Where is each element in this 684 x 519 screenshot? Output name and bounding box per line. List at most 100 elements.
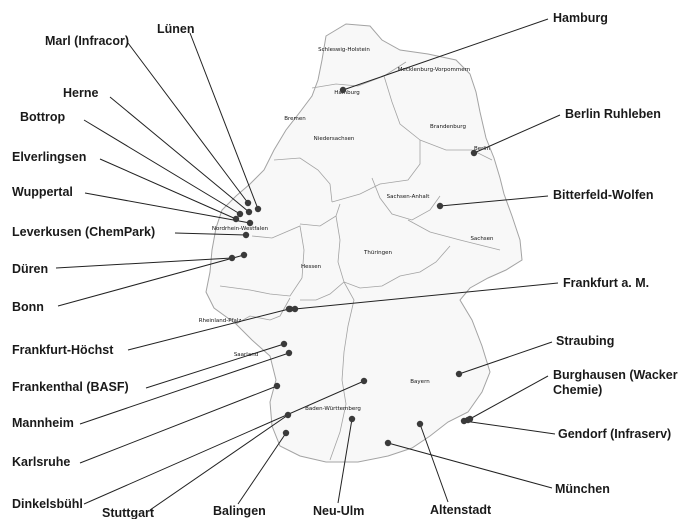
leader-line xyxy=(83,380,365,505)
leader-line xyxy=(99,158,237,220)
site-label-wuppertal: Wuppertal xyxy=(12,185,73,199)
leader-line xyxy=(55,257,233,269)
state-label: Schleswig-Holstein xyxy=(318,47,370,53)
state-label: Nordrhein-Westfalen xyxy=(212,226,269,232)
site-marker xyxy=(416,420,424,428)
site-marker xyxy=(254,205,262,213)
site-marker xyxy=(246,219,254,227)
state-label: Baden-Württemberg xyxy=(305,406,361,412)
leader-line xyxy=(342,18,549,91)
site-label-bottrop: Bottrop xyxy=(20,110,66,124)
leader-line xyxy=(174,232,247,236)
state-label: Bayern xyxy=(410,379,430,385)
leader-line xyxy=(79,385,278,464)
site-marker xyxy=(232,215,240,223)
site-marker xyxy=(384,439,392,447)
site-label-luenen: Lünen xyxy=(157,22,195,36)
site-marker xyxy=(282,429,290,437)
site-marker xyxy=(244,199,252,207)
site-label-muenchen: München xyxy=(555,482,610,496)
site-label-marl: Marl (Infracor) xyxy=(45,34,130,48)
site-label-dueren: Düren xyxy=(12,262,49,276)
state-label: Bremen xyxy=(284,116,306,122)
leader-line xyxy=(387,442,553,489)
site-label-bitterfeld-wolfen: Bitterfeld-Wolfen xyxy=(553,188,654,202)
site-marker xyxy=(285,305,293,313)
site-marker xyxy=(245,208,253,216)
site-marker xyxy=(240,251,248,259)
site-label-frankenthal: Frankenthal (BASF) xyxy=(12,380,129,394)
leader-line xyxy=(145,343,285,389)
state-label: Sachsen-Anhalt xyxy=(387,194,431,200)
germany-outline xyxy=(205,23,523,463)
site-marker xyxy=(291,305,299,313)
site-marker xyxy=(466,415,474,423)
site-marker xyxy=(455,370,463,378)
site-marker xyxy=(348,415,356,423)
leader-line xyxy=(294,282,559,310)
site-label-altenstadt: Altenstadt xyxy=(430,503,492,517)
site-marker xyxy=(284,411,292,419)
leader-line xyxy=(337,418,353,504)
site-marker xyxy=(273,382,281,390)
site-label-berlin-ruhleben: Berlin Ruhleben xyxy=(565,107,661,121)
leader-line xyxy=(57,254,245,307)
site-label-straubing: Straubing xyxy=(556,334,615,348)
site-label-herne: Herne xyxy=(63,86,99,100)
leader-line xyxy=(463,420,556,435)
site-marker xyxy=(236,210,244,218)
site-label-elverlingsen: Elverlingsen xyxy=(12,150,87,164)
site-label-gendorf: Gendorf (Infraserv) xyxy=(558,427,672,441)
site-marker xyxy=(228,254,236,262)
state-label: Rheinland-Pfalz xyxy=(199,318,242,324)
leader-line xyxy=(149,414,289,511)
state-label: Sachsen xyxy=(470,236,494,242)
state-label: Niedersachsen xyxy=(314,136,355,142)
leader-line xyxy=(439,195,549,207)
site-markers xyxy=(228,86,478,447)
leader-lines xyxy=(55,18,561,511)
leader-line xyxy=(458,341,553,375)
site-label-dinkelsbuehl: Dinkelsbühl xyxy=(12,497,83,511)
site-label-frankfurt-am: Frankfurt a. M. xyxy=(563,276,650,290)
leader-line xyxy=(419,423,449,503)
leader-line xyxy=(84,192,251,224)
site-label-neu-ulm: Neu-Ulm xyxy=(313,504,365,518)
site-label-hamburg: Hamburg xyxy=(553,11,608,25)
site-marker xyxy=(285,349,293,357)
site-marker xyxy=(360,377,368,385)
leader-line xyxy=(79,352,290,425)
site-marker xyxy=(470,149,478,157)
site-label-balingen: Balingen xyxy=(213,504,266,518)
state-label: Mecklenburg-Vorpommern xyxy=(398,67,471,73)
state-label: Thüringen xyxy=(363,250,392,256)
leader-line xyxy=(109,96,250,213)
state-labels: Schleswig-Holstein Mecklenburg-Vorpommer… xyxy=(199,47,494,412)
site-label-frankfurt-hoechst: Frankfurt-Höchst xyxy=(12,343,114,357)
leader-line xyxy=(127,42,249,204)
site-marker xyxy=(280,340,288,348)
state-label: Brandenburg xyxy=(430,124,466,130)
site-marker xyxy=(339,86,347,94)
site-marker xyxy=(242,231,250,239)
site-label-bonn: Bonn xyxy=(12,300,44,314)
site-label-karlsruhe: Karlsruhe xyxy=(12,455,71,469)
state-label: Saarland xyxy=(234,352,258,358)
leader-line xyxy=(127,308,290,351)
leader-line xyxy=(467,375,549,421)
site-label-leverkusen: Leverkusen (ChemPark) xyxy=(12,225,156,239)
site-marker xyxy=(436,202,444,210)
site-label-stuttgart: Stuttgart xyxy=(102,506,155,519)
leader-line xyxy=(237,432,287,505)
state-label: Hessen xyxy=(301,264,322,270)
leader-line xyxy=(473,114,561,154)
site-label-burghausen: Burghausen (Wacker Chemie) xyxy=(553,368,678,397)
state-label: Hamburg xyxy=(334,90,360,96)
state-borders xyxy=(219,61,501,461)
leader-line xyxy=(83,119,241,215)
site-marker xyxy=(460,417,468,425)
site-label-mannheim: Mannheim xyxy=(12,416,74,430)
leader-line xyxy=(189,32,259,210)
